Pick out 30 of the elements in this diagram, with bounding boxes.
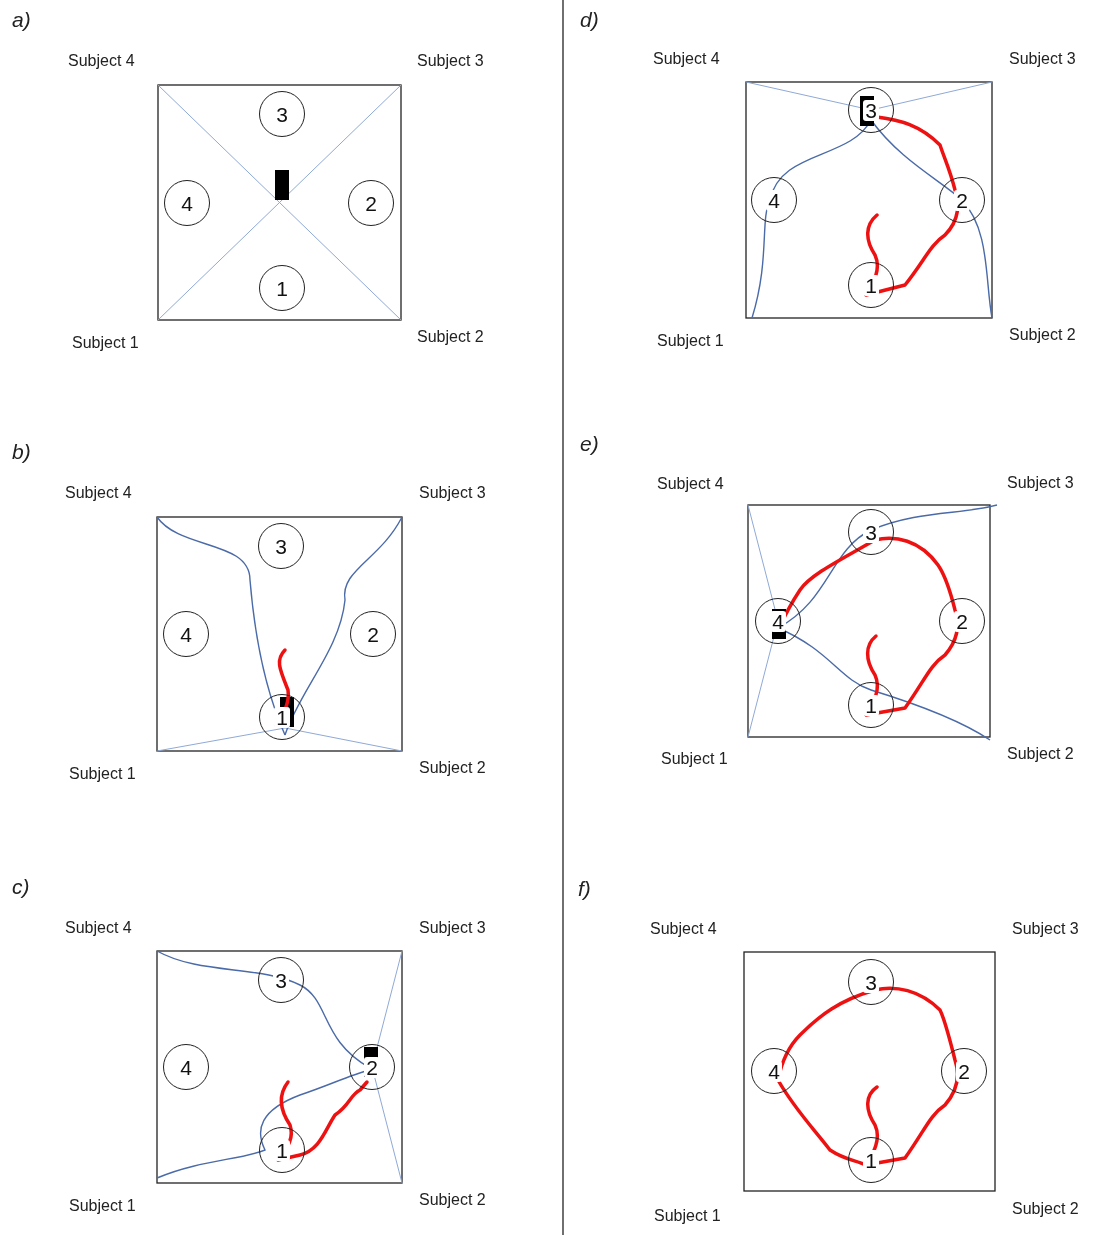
subject-label: Subject 4 bbox=[68, 52, 135, 70]
panel-letter: f) bbox=[578, 877, 591, 901]
panel-letter: b) bbox=[12, 440, 31, 464]
subject-label: Subject 3 bbox=[417, 52, 484, 70]
subject-label: Subject 1 bbox=[69, 1197, 136, 1215]
subject-label: Subject 1 bbox=[69, 765, 136, 783]
subject-label: Subject 3 bbox=[419, 919, 486, 937]
panel-letter: e) bbox=[580, 432, 599, 456]
subject-label: Subject 2 bbox=[419, 759, 486, 777]
subject-label: Subject 4 bbox=[653, 50, 720, 68]
subject-label: Subject 2 bbox=[1012, 1200, 1079, 1218]
subject-label: Subject 1 bbox=[654, 1207, 721, 1225]
subject-label: Subject 3 bbox=[1009, 50, 1076, 68]
subject-label: Subject 3 bbox=[1007, 474, 1074, 492]
panel-letter: d) bbox=[580, 8, 599, 32]
subject-label: Subject 2 bbox=[1009, 326, 1076, 344]
subject-label: Subject 2 bbox=[1007, 745, 1074, 763]
subject-label: Subject 3 bbox=[419, 484, 486, 502]
subject-label: Subject 1 bbox=[657, 332, 724, 350]
subject-label: Subject 1 bbox=[72, 334, 139, 352]
subject-label: Subject 1 bbox=[661, 750, 728, 768]
subject-label: Subject 3 bbox=[1012, 920, 1079, 938]
panel-letter: a) bbox=[12, 8, 31, 32]
subject-label: Subject 2 bbox=[417, 328, 484, 346]
panel-letter: c) bbox=[12, 875, 30, 899]
subject-label: Subject 4 bbox=[65, 484, 132, 502]
subject-label: Subject 2 bbox=[419, 1191, 486, 1209]
subject-label: Subject 4 bbox=[657, 475, 724, 493]
subject-label: Subject 4 bbox=[65, 919, 132, 937]
subject-label: Subject 4 bbox=[650, 920, 717, 938]
